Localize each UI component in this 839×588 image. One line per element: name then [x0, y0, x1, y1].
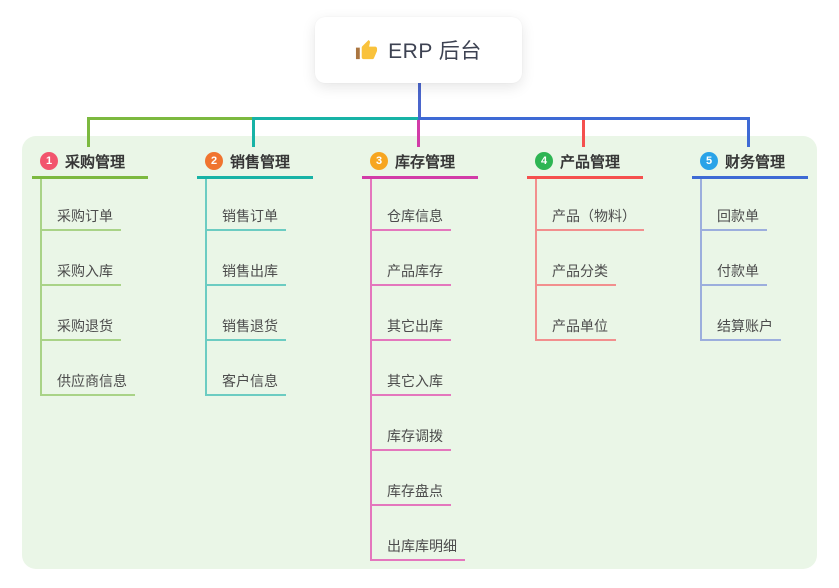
- branch-5-child-label: 结算账户: [700, 317, 781, 341]
- branch-1-child-item[interactable]: 采购订单: [40, 207, 121, 231]
- branch-1-child-label: 采购入库: [40, 262, 121, 286]
- branch-2-child-item[interactable]: 销售退货: [205, 317, 286, 341]
- branch-4-underline: [527, 176, 643, 179]
- branch-4-child-label: 产品（物料）: [535, 207, 644, 231]
- branch-3-child-label: 出库库明细: [370, 537, 465, 561]
- branch-2-child-label: 销售订单: [205, 207, 286, 231]
- branch-2-underline: [197, 176, 313, 179]
- branch-4-child-item[interactable]: 产品分类: [535, 262, 616, 286]
- branch-3-child-item[interactable]: 仓库信息: [370, 207, 451, 231]
- branch-2-heading[interactable]: 2 销售管理: [197, 150, 290, 172]
- branch-3-trunk-line: [370, 179, 372, 561]
- branch-connector-drop: [747, 117, 750, 147]
- branch-3-child-item[interactable]: 其它入库: [370, 372, 451, 396]
- branch-4-label: 产品管理: [560, 153, 621, 171]
- branch-2-trunk-line: [205, 179, 207, 396]
- branch-3-child-item[interactable]: 库存调拨: [370, 427, 451, 451]
- branch-1-underline: [32, 176, 148, 179]
- branch-2-label: 销售管理: [230, 153, 291, 171]
- branch-3-child-item[interactable]: 出库库明细: [370, 537, 465, 561]
- bus-segment-left: [87, 117, 254, 120]
- branch-1-child-label: 供应商信息: [40, 372, 135, 396]
- branch-3-heading[interactable]: 3 库存管理: [362, 150, 455, 172]
- branch-1-child-label: 采购订单: [40, 207, 121, 231]
- branch-2-child-item[interactable]: 销售订单: [205, 207, 286, 231]
- branch-5-underline: [692, 176, 808, 179]
- branch-3-child-label: 库存调拨: [370, 427, 451, 451]
- root-node-erp[interactable]: ERP 后台: [315, 17, 522, 83]
- branch-1-child-item[interactable]: 采购入库: [40, 262, 121, 286]
- branch-3-child-label: 库存盘点: [370, 482, 451, 506]
- branch-2-child-label: 客户信息: [205, 372, 286, 396]
- branch-3-label: 库存管理: [395, 153, 456, 171]
- branch-connector-drop: [417, 117, 420, 147]
- branch-3-underline: [362, 176, 478, 179]
- branch-3-child-label: 产品库存: [370, 262, 451, 286]
- branch-5-label: 财务管理: [725, 153, 786, 171]
- branch-5-trunk-line: [700, 179, 702, 341]
- branch-2-child-item[interactable]: 客户信息: [205, 372, 286, 396]
- branch-3-child-item[interactable]: 其它出库: [370, 317, 451, 341]
- branch-2-number-badge: 2: [205, 152, 223, 170]
- branch-4-trunk-line: [535, 179, 537, 341]
- branch-1-child-label: 采购退货: [40, 317, 121, 341]
- branch-3-child-item[interactable]: 库存盘点: [370, 482, 451, 506]
- branch-2-child-label: 销售出库: [205, 262, 286, 286]
- thumbs-up-icon: [355, 39, 378, 62]
- branch-1-child-item[interactable]: 采购退货: [40, 317, 121, 341]
- branch-2-child-item[interactable]: 销售出库: [205, 262, 286, 286]
- branch-connector-drop: [582, 117, 585, 147]
- branch-5-child-label: 付款单: [700, 262, 767, 286]
- branch-2-child-label: 销售退货: [205, 317, 286, 341]
- bus-segment-right: [418, 117, 750, 120]
- root-node-label: ERP 后台: [388, 40, 482, 63]
- branch-3-child-item[interactable]: 产品库存: [370, 262, 451, 286]
- branch-1-number-badge: 1: [40, 152, 58, 170]
- bus-segment-mid: [252, 117, 420, 120]
- branch-5-child-label: 回款单: [700, 207, 767, 231]
- branch-4-child-item[interactable]: 产品单位: [535, 317, 616, 341]
- branch-5-child-item[interactable]: 结算账户: [700, 317, 781, 341]
- branch-1-heading[interactable]: 1 采购管理: [32, 150, 125, 172]
- branch-3-child-label: 其它入库: [370, 372, 451, 396]
- root-connector-stem: [418, 83, 421, 120]
- branch-4-number-badge: 4: [535, 152, 553, 170]
- branch-5-number-badge: 5: [700, 152, 718, 170]
- branch-connector-drop: [252, 117, 255, 147]
- branch-4-child-item[interactable]: 产品（物料）: [535, 207, 644, 231]
- branch-4-heading[interactable]: 4 产品管理: [527, 150, 620, 172]
- branches-background-panel: [22, 136, 817, 569]
- branch-4-child-label: 产品分类: [535, 262, 616, 286]
- branch-5-child-item[interactable]: 回款单: [700, 207, 767, 231]
- branch-3-child-label: 其它出库: [370, 317, 451, 341]
- branch-5-child-item[interactable]: 付款单: [700, 262, 767, 286]
- branch-4-child-label: 产品单位: [535, 317, 616, 341]
- branch-3-child-label: 仓库信息: [370, 207, 451, 231]
- branch-3-number-badge: 3: [370, 152, 388, 170]
- branch-1-child-item[interactable]: 供应商信息: [40, 372, 135, 396]
- branch-5-heading[interactable]: 5 财务管理: [692, 150, 785, 172]
- branch-connector-drop: [87, 117, 90, 147]
- branch-1-trunk-line: [40, 179, 42, 396]
- branch-1-label: 采购管理: [65, 153, 126, 171]
